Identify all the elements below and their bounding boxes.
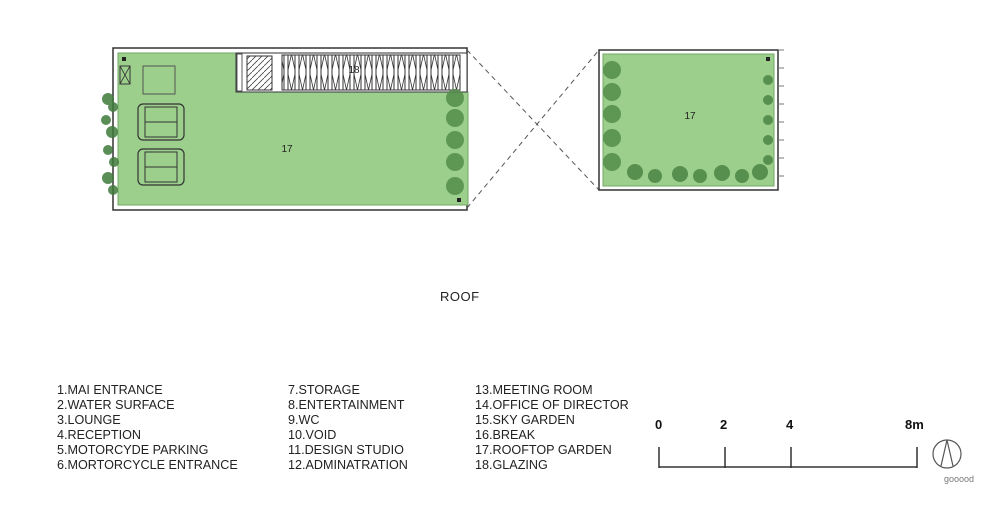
drain-point: [457, 198, 461, 202]
scale-label-2: 2: [720, 417, 728, 432]
left-roof-plan: 17 18: [101, 47, 469, 211]
plants-right-plan-right: [763, 75, 773, 165]
plants-right-plan-bottom: [627, 164, 768, 183]
legend-item: 4.RECEPTION: [57, 428, 141, 442]
plants-left-edge: [101, 93, 119, 195]
legend-item: 15.SKY GARDEN: [475, 413, 575, 427]
zone-label-17-left: 17: [281, 144, 293, 155]
drawing-title: ROOF: [440, 289, 480, 304]
legend-item: 12.ADMINATRATION: [288, 458, 408, 472]
drain-point: [122, 57, 126, 61]
legend-item: 3.LOUNGE: [57, 413, 121, 427]
glazing-frame: [236, 53, 243, 92]
skylight-square: [142, 65, 176, 95]
glazing-panels: [281, 54, 461, 91]
zone-label-18: 18: [348, 65, 360, 76]
hatched-opening: [246, 55, 273, 91]
legend-item: 10.VOID: [288, 428, 337, 442]
plants-right-edge: [446, 89, 464, 195]
legend-item: 9.WC: [288, 413, 320, 427]
roof-hatch-box: [119, 65, 131, 85]
legend-item: 14.OFFICE OF DIRECTOR: [475, 398, 629, 412]
legend-item: 7.STORAGE: [288, 383, 360, 397]
rooftop-garden-right: [602, 53, 775, 187]
watermark-text: gooood: [944, 474, 975, 484]
legend-item: 2.WATER SURFACE: [57, 398, 175, 412]
legend-column-1: 1.MAI ENTRANCE 2.WATER SURFACE 3.LOUNGE …: [57, 383, 238, 473]
legend-item: 1.MAI ENTRANCE: [57, 383, 163, 397]
enlargement-guides: [466, 49, 600, 209]
legend-column-2: 7.STORAGE 8.ENTERTAINMENT 9.WC 10.VOID 1…: [288, 383, 408, 473]
legend-item: 6.MORTORCYCLE ENTRANCE: [57, 458, 238, 472]
legend-item: 11.DESIGN STUDIO: [288, 443, 404, 457]
scale-bar: [658, 447, 918, 468]
scale-label-4: 4: [786, 417, 794, 432]
legend-item: 13.MEETING ROOM: [475, 383, 593, 397]
legend-item: 17.ROOFTOP GARDEN: [475, 443, 612, 457]
tank-unit-1: [137, 103, 185, 141]
north-arrow: [932, 439, 962, 469]
railing-ticks: [778, 49, 784, 177]
legend-item: 5.MOTORCYDE PARKING: [57, 443, 209, 457]
scale-label-8m: 8m: [905, 417, 924, 432]
legend-column-3: 13.MEETING ROOM 14.OFFICE OF DIRECTOR 15…: [475, 383, 629, 473]
legend-item: 8.ENTERTAINMENT: [288, 398, 405, 412]
plants-right-plan-left: [603, 61, 621, 171]
scale-label-0: 0: [655, 417, 663, 432]
drain-point: [766, 57, 770, 61]
legend-item: 18.GLAZING: [475, 458, 548, 472]
right-plan-outline: [598, 49, 779, 191]
zone-label-17-right: 17: [684, 111, 696, 122]
tank-unit-2: [137, 148, 185, 186]
legend-item: 16.BREAK: [475, 428, 536, 442]
right-roof-plan: 17: [598, 49, 784, 191]
